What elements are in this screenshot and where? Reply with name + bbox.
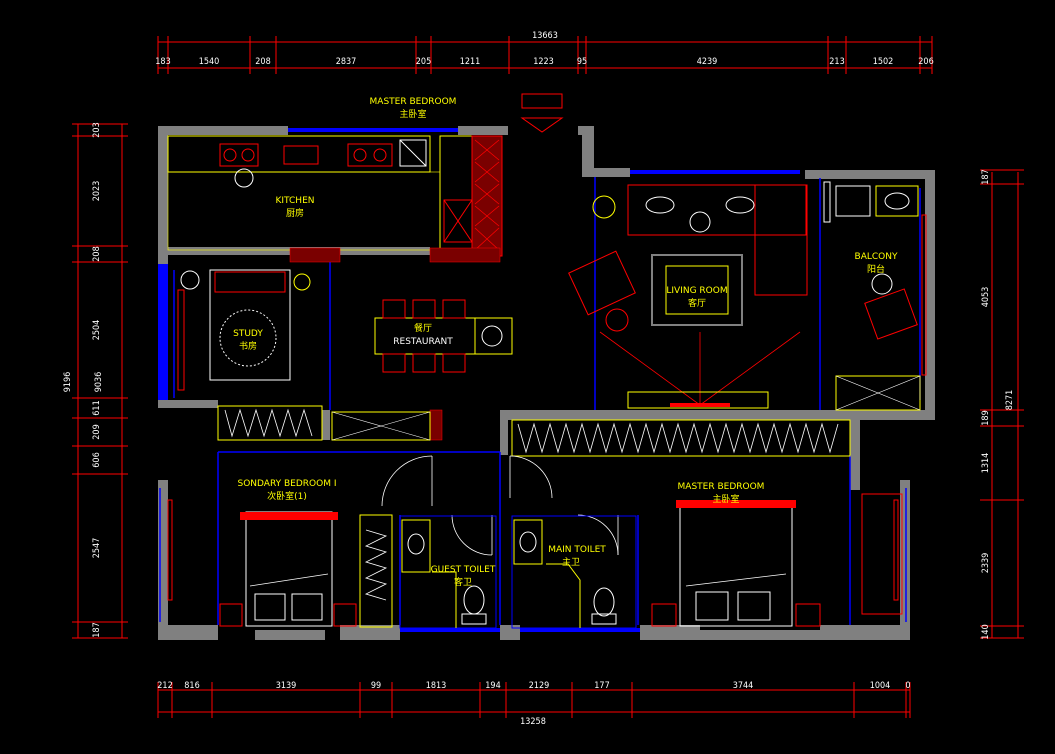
label-secondary-cn: 次卧室(1) (267, 490, 307, 502)
dim-top-segment: 1540 (199, 57, 220, 67)
master-bedroom-furniture (651, 493, 903, 627)
windows (159, 177, 921, 625)
dim-left-segment: 2023 (92, 181, 102, 202)
dim-top-segment: 205 (416, 57, 431, 67)
dim-top-total: 13663 (532, 31, 558, 41)
dim-top-segment: 1223 (533, 57, 554, 67)
living-furniture (568, 184, 808, 409)
dim-top-segment: 2837 (336, 57, 357, 67)
entrance-arrow (520, 93, 564, 133)
label-master-cn: 主卧室 (712, 493, 739, 505)
dim-bottom-segment: 2129 (529, 681, 550, 691)
label-restaurant-en: RESTAURANT (393, 337, 453, 347)
dining-table (374, 299, 513, 373)
dim-right-total: 8271 (1005, 390, 1015, 411)
dim-left-segment: 187 (92, 622, 102, 637)
dim-bottom-segment: 0 (905, 681, 910, 691)
label-study-cn: 书房 (239, 340, 257, 352)
dim-bottom-segments: 212 816 3139 99 1813 194 2129 177 3744 1004 0 (157, 681, 910, 691)
label-master-top-en: MASTER BEDROOM (370, 97, 457, 107)
walls (158, 126, 935, 640)
dim-bottom-segment: 3139 (276, 681, 297, 691)
label-guest-toilet-en: GUEST TOILET (431, 565, 496, 575)
dim-left-segment: 209 (92, 424, 102, 439)
dim-bottom-segment: 177 (594, 681, 609, 691)
dim-bottom-segment: 3744 (733, 681, 754, 691)
main-toilet-fixtures (511, 515, 637, 629)
secondary-bedroom-furniture (219, 511, 393, 628)
brick-wall (289, 247, 501, 441)
sink-icon (219, 143, 259, 167)
label-kitchen-cn: 厨房 (286, 207, 304, 219)
dim-bottom-segment: 212 (157, 681, 172, 691)
label-restaurant-cn: 餐厅 (414, 322, 432, 334)
hood-icon (399, 139, 427, 167)
master-wardrobe (511, 419, 851, 457)
balcony-furniture (823, 181, 921, 411)
dim-bottom-segment: 816 (184, 681, 199, 691)
label-secondary-en: SONDARY BEDROOM I (238, 479, 337, 489)
dim-right-segment: 187 (981, 169, 991, 184)
dimension-ticks (72, 36, 1024, 718)
dim-right-segments: 187 4053 189 1314 2339 140 (981, 169, 991, 639)
label-balcony-cn: 阳台 (867, 263, 885, 275)
label-guest-toilet-cn: 客卫 (454, 576, 472, 588)
dim-left-segment: 611 (92, 400, 102, 415)
label-study-en: STUDY (233, 329, 263, 339)
dim-right-segment: 1314 (981, 453, 991, 474)
dim-left-segment: 208 (92, 246, 102, 261)
label-master-top-cn: 主卧室 (399, 108, 426, 120)
fridge-icon (443, 199, 473, 243)
dim-right-segment: 189 (981, 410, 991, 425)
dim-bottom-segment: 99 (371, 681, 381, 691)
dim-top-segment: 213 (829, 57, 844, 67)
kitchen-tall-cabinet-hatch (474, 139, 500, 251)
label-living-en: LIVING ROOM (666, 286, 727, 296)
dim-top-segment: 208 (255, 57, 270, 67)
dim-left-total: 9196 (63, 372, 73, 393)
dim-bottom-segment: 194 (485, 681, 500, 691)
dim-top-segment: 206 (918, 57, 933, 67)
label-living-cn: 客厅 (688, 297, 706, 309)
dim-left-segment: 203 (92, 122, 102, 137)
dim-top-segments: 183 1540 208 2837 205 1211 1223 95 4239 213 1502 20… (155, 57, 933, 67)
guest-toilet-fixtures (399, 515, 497, 629)
appliance-icon (283, 145, 319, 165)
study-furniture (177, 269, 311, 391)
dim-left-segment: 2504 (92, 320, 102, 341)
dim-bottom-segment: 1004 (870, 681, 891, 691)
dim-right-segment: 2339 (981, 553, 991, 574)
label-balcony-en: BALCONY (855, 252, 898, 262)
dim-bottom-total: 13258 (520, 717, 546, 727)
kitchen-counter (167, 135, 503, 257)
label-main-toilet-en: MAIN TOILET (548, 545, 606, 555)
study-wardrobe (217, 405, 431, 441)
window-frames (167, 214, 927, 601)
label-kitchen-en: KITCHEN (276, 196, 315, 206)
label-master-en: MASTER BEDROOM (678, 482, 765, 492)
dim-top-segment: 1211 (460, 57, 481, 67)
stove-icon (347, 143, 393, 167)
dim-bottom-segment: 1813 (426, 681, 447, 691)
living-person-icon (689, 211, 711, 233)
dim-right-segment: 4053 (981, 287, 991, 308)
dim-top-segment: 95 (577, 57, 587, 67)
dim-left-segment: 606 (92, 452, 102, 467)
dim-left-segment: 2547 (92, 538, 102, 559)
dim-left-segments: 203 2023 208 2504 611 209 606 2547 187 (92, 122, 102, 637)
dim-left-inner: 9036 (94, 372, 104, 393)
dim-right-segment: 140 (981, 624, 991, 639)
dim-top-segment: 183 (155, 57, 170, 67)
dim-top-segment: 1502 (873, 57, 894, 67)
dimension-lines (77, 41, 1019, 713)
dim-top-segment: 4239 (697, 57, 718, 67)
label-main-toilet-cn: 主卫 (562, 556, 580, 568)
kitchen-person-icon (234, 168, 254, 188)
